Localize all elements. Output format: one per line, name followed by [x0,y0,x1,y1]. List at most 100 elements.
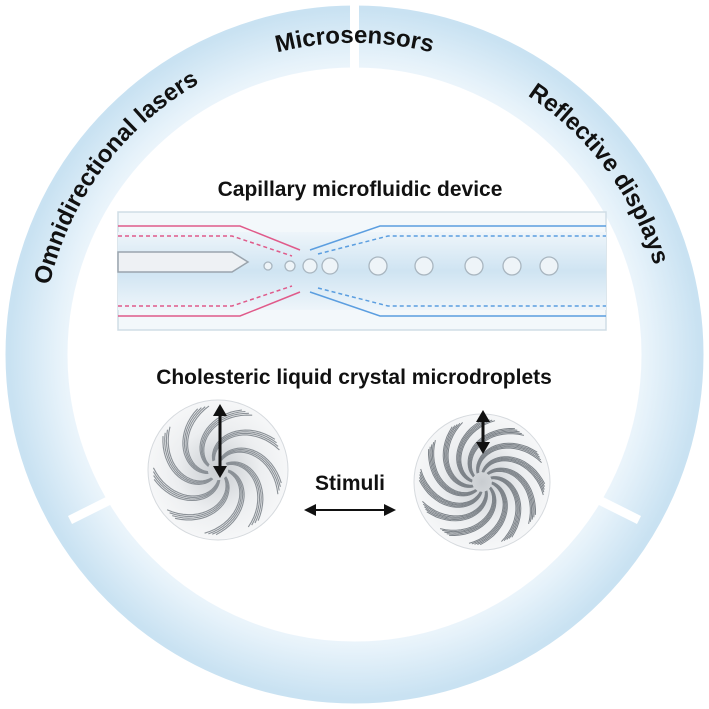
helix-stripe [481,457,545,487]
droplet-1 [321,257,339,275]
helix-stripe [483,460,544,496]
helix-stripe [476,442,538,474]
helix-stripe [226,462,262,524]
helix-stripe [200,410,246,467]
helix-stripe [204,471,241,534]
helix-stripe [481,456,546,485]
inner-capillary [118,225,301,317]
helix-stripe [169,477,228,517]
helix-stripe [482,459,545,493]
channel-droplets [263,256,559,276]
helix-stripe [215,469,245,536]
helix-stripe [167,426,212,482]
helix-stripe [468,483,504,544]
helix-stripe [165,429,213,483]
droplet-4 [464,256,484,276]
droplets-title: Cholesteric liquid crystal microdroplets [156,366,552,389]
helix-pattern-left [152,405,282,536]
helix-stripe [221,451,279,495]
helix-stripe [213,432,279,461]
droplet-2 [368,256,388,276]
helix-stripe [446,422,473,487]
helix-stripe [457,419,487,483]
microdroplet-small-pitch [413,410,551,551]
helix-stripe [490,477,519,540]
helix-stripe [477,481,507,545]
helix-stripe [219,448,281,487]
helix-stripe [446,487,496,535]
helix-stripe [419,471,482,505]
helix-stripe [444,487,495,534]
helix-stripe [152,467,219,497]
helix-stripe [442,426,474,488]
helix-stripe [477,445,540,474]
helix-stripe [164,432,213,484]
helix-stripe [442,487,494,533]
droplet-3 [414,256,434,276]
helix-stripe [440,488,494,531]
helix-stripe [490,476,521,539]
helix-stripe [447,422,473,486]
helix-stripe [419,474,482,506]
helix-stripe [470,431,522,477]
helix-stripe [153,479,221,502]
helix-stripe [479,481,508,546]
stimuli-label: Stimuli [315,472,385,495]
helix-stripe [487,469,534,520]
outer-ring [5,0,704,704]
helix-stripe [490,476,522,538]
helix-stripe [182,408,209,475]
helix-stripe [456,418,485,483]
helix-stripe [424,490,487,519]
helix-stripe [422,491,486,517]
helix-stripe [225,461,264,521]
ring-separator-right [576,485,642,525]
helix-stripe [420,468,481,504]
helix-stripe [491,478,517,542]
helix-stripe [445,424,474,487]
ring-separator-left [67,485,133,525]
helix-stripe [185,406,209,473]
device-title: Capillary microfluidic device [218,178,503,201]
helix-stripe [443,425,474,488]
helix-stripe [172,476,229,519]
pitch-arrowhead-right-top [476,410,490,422]
helix-stripe [212,431,277,461]
helix-stripe [174,476,230,521]
helix-pattern-right [418,418,546,546]
helix-stripe [471,482,505,545]
helix-stripe [187,405,210,473]
helix-stripe [419,477,483,507]
helix-stripe [426,490,488,522]
helix-stripe [219,447,282,484]
helix-stripe [422,491,487,518]
helix-stripe [153,475,220,500]
droplet-small-2 [284,260,296,272]
outer-capillary [309,225,606,317]
helix-stripe [202,412,249,466]
helix-stripe [487,468,535,518]
helix-stripe [477,446,542,473]
pitch-arrowhead-left-top [213,404,227,416]
helix-stripe [469,430,520,477]
helix-stripe [460,420,496,481]
helix-stripe [220,450,280,491]
helix-stripe [488,470,531,524]
droplet-small-1 [263,261,273,271]
helix-stripe [478,447,542,473]
helix-stripe [427,449,478,497]
helix-stripe [474,482,506,545]
helix-stripe [211,429,276,462]
helix-stripe [476,443,539,474]
helix-stripe [467,427,515,478]
helix-stripe [429,446,477,496]
droplet-neck [302,258,318,274]
helix-stripe [482,458,545,490]
droplet-5 [502,256,522,276]
helix-stripe [468,429,518,477]
stimuli-double-arrow [304,504,396,516]
helix-stripe [487,470,533,522]
helix-stripe [152,471,220,499]
